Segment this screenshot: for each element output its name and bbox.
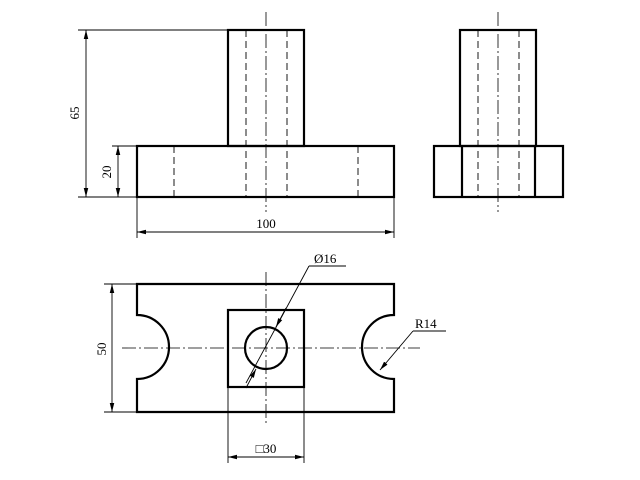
top-hole-circle (243, 325, 289, 371)
dimension-length: 100 (136, 197, 395, 238)
front-view (135, 12, 396, 212)
top-boss-square (226, 308, 306, 389)
dimension-height-total: 65 (67, 29, 228, 198)
side-view (432, 12, 565, 212)
dimension-base-height: 20 (99, 145, 137, 197)
dimension-r14-label: R14 (415, 316, 437, 331)
front-base-outline (135, 144, 396, 199)
dimension-boss-square: □30 (227, 387, 305, 463)
dimension-65-label: 65 (67, 107, 82, 120)
dimension-20-label: 20 (99, 166, 114, 179)
dimension-100-label: 100 (256, 216, 276, 231)
top-base-outline (135, 282, 396, 414)
dimension-notch-radius: R14 (379, 316, 446, 371)
dimension-width: 50 (94, 283, 137, 413)
top-view (122, 272, 420, 424)
dimension-square30-label: □30 (256, 441, 277, 456)
dimension-50-label: 50 (94, 343, 109, 356)
side-base-outline (432, 144, 565, 199)
dimension-diameter16-label: Ø16 (314, 251, 337, 266)
dimension-hole-diameter: Ø16 (245, 251, 346, 389)
